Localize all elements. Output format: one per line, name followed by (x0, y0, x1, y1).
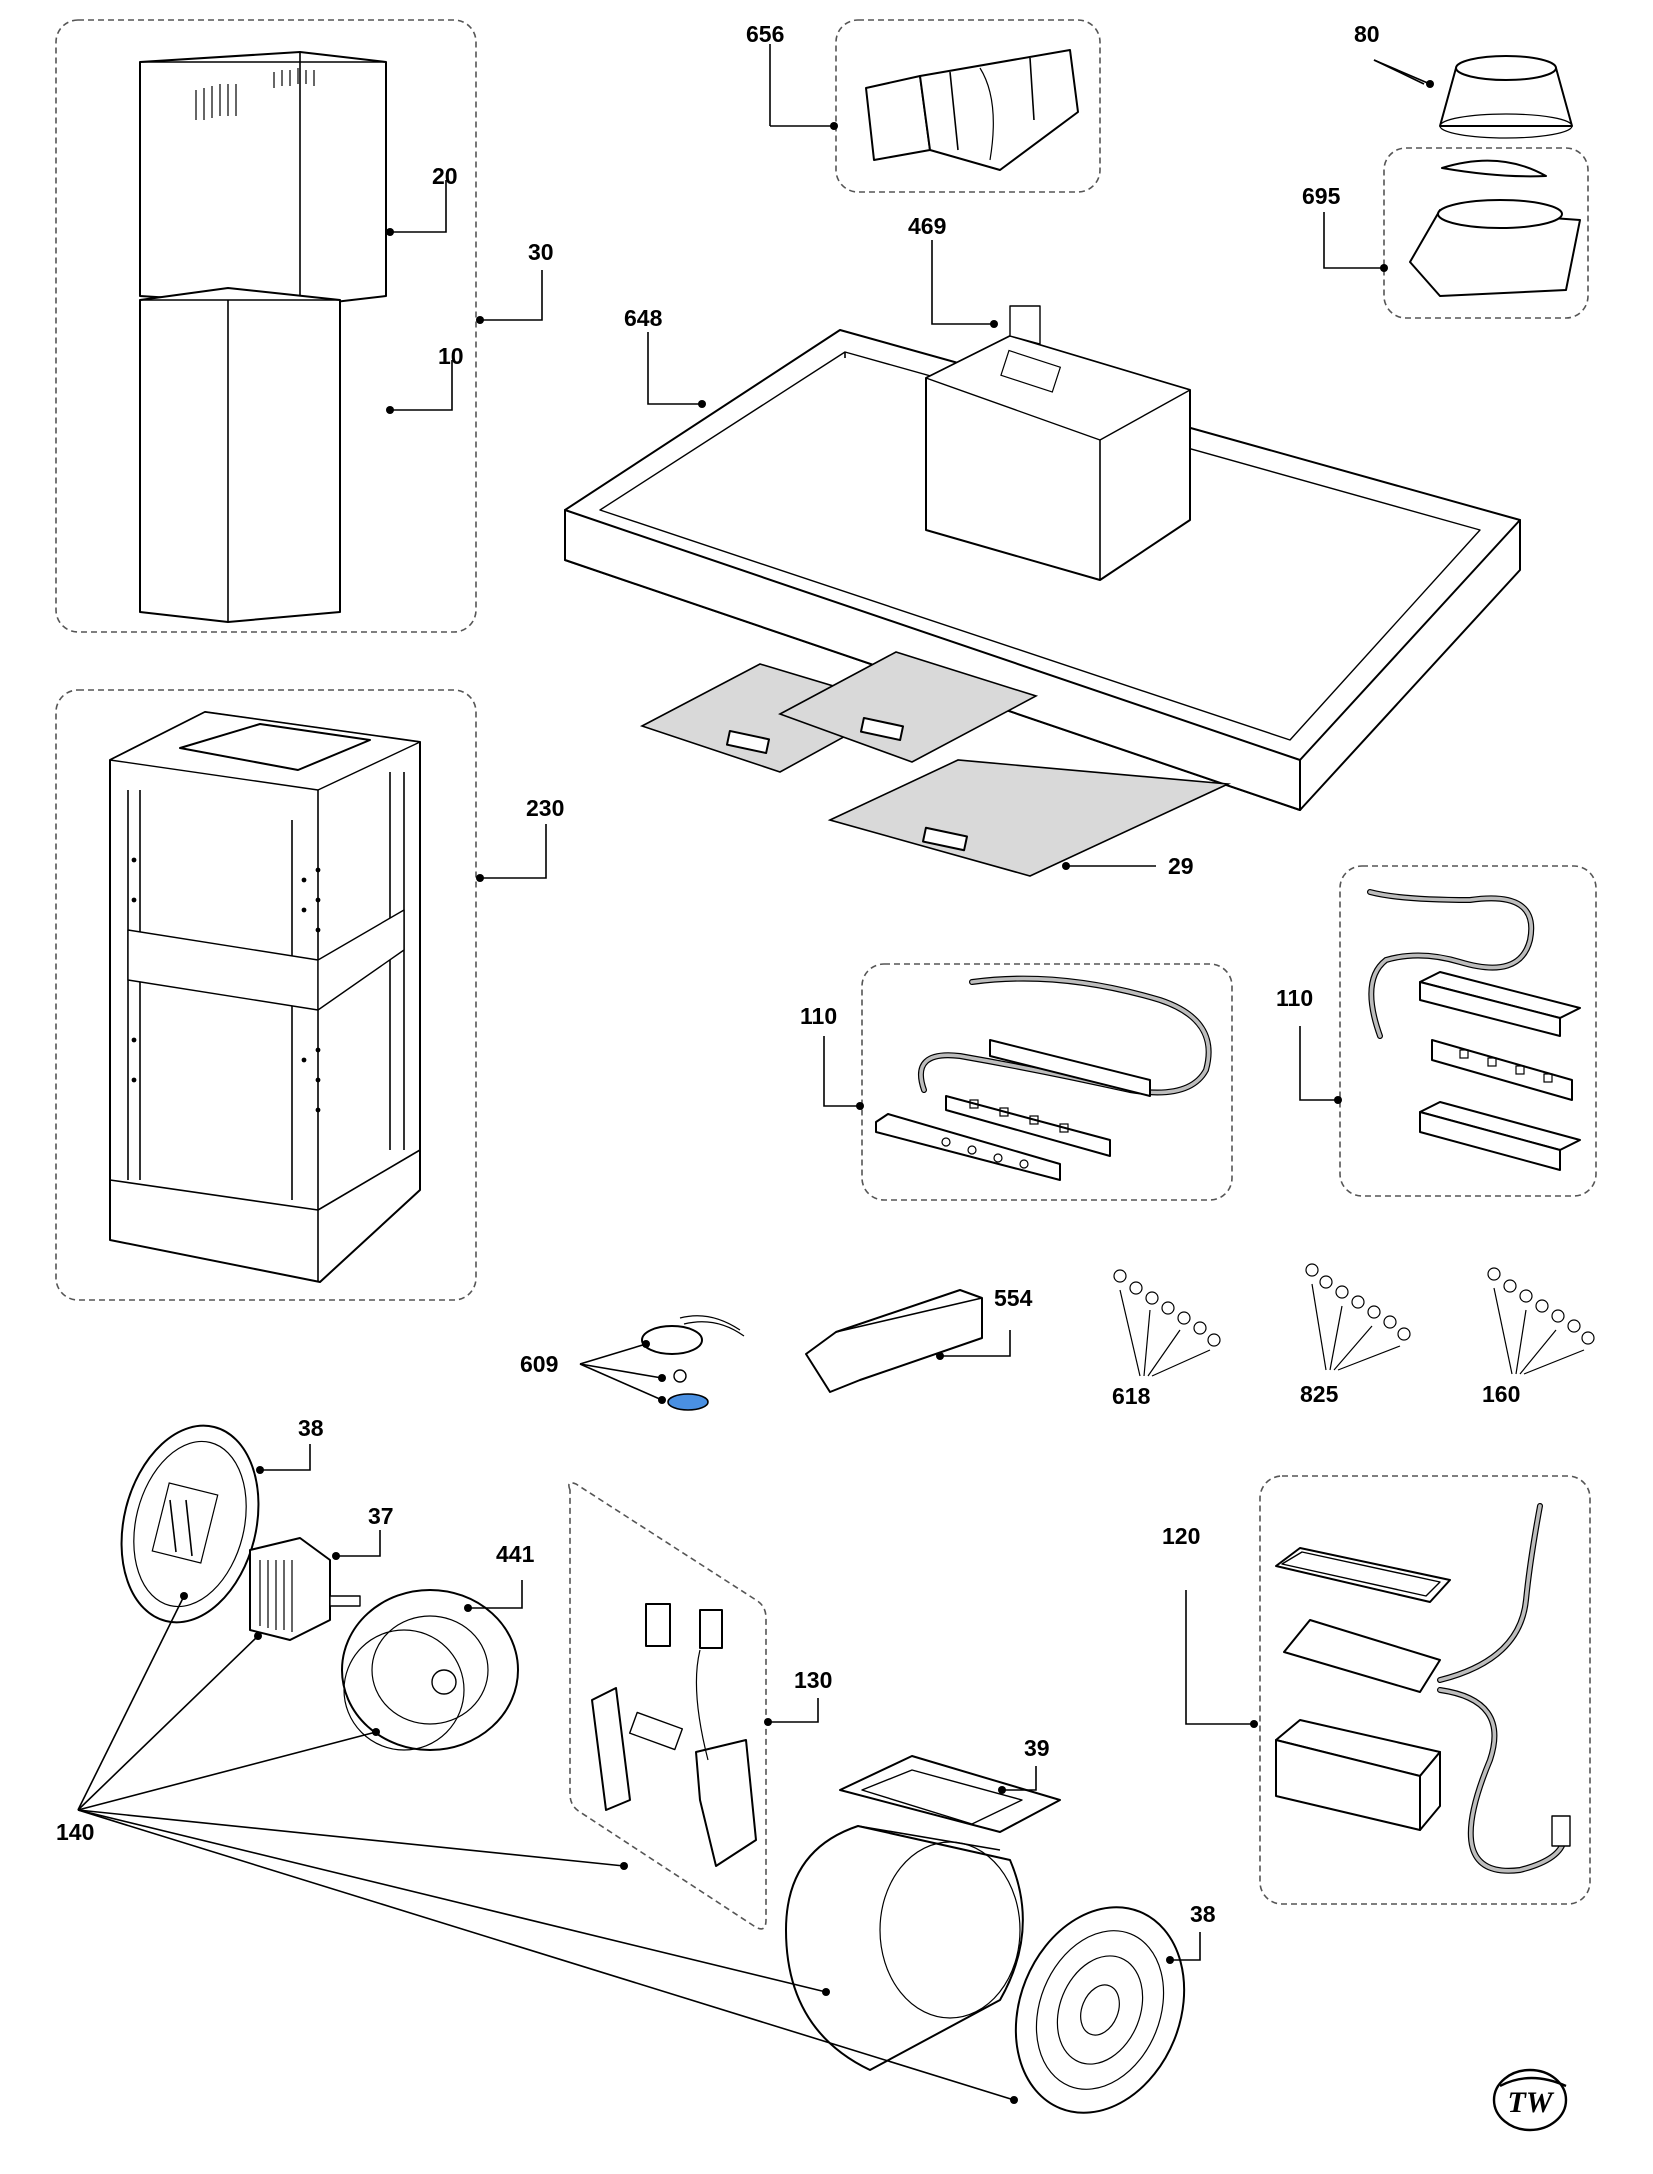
label-part-37: 37 (368, 1503, 394, 1529)
label-part-825: 825 (1300, 1381, 1339, 1407)
hood-body-part-648 (564, 329, 1521, 811)
label-part-230: 230 (526, 795, 564, 821)
label-part-140: 140 (56, 1819, 94, 1845)
label-part-656: 656 (746, 21, 784, 47)
knob-set-part-825 (1305, 1263, 1411, 1371)
scroll-housing-part-39 (785, 1755, 1061, 2071)
reducer-ring-part-80 (1439, 55, 1573, 139)
inlet-plate-part-38-right (1014, 1906, 1186, 2114)
adapter-656-group-box (835, 19, 1101, 193)
control-110b-group-box (1339, 865, 1597, 1197)
adapter-695-group-box (1383, 147, 1589, 319)
label-part-130: 130 (794, 1667, 832, 1693)
label-part-648: 648 (624, 305, 663, 331)
brand-logo: TW (1492, 2068, 1568, 2132)
knob-set-part-618 (1113, 1269, 1221, 1377)
transformer-part-554 (805, 1289, 983, 1393)
label-part-39: 39 (1024, 1735, 1050, 1761)
control-board-part-110-right (1367, 889, 1581, 1171)
label-part-120: 120 (1162, 1523, 1200, 1549)
label-part-80: 80 (1354, 21, 1380, 47)
label-part-20: 20 (432, 163, 458, 189)
control-110a-group-box (861, 963, 1233, 1201)
lower-chimney-part-10 (139, 287, 341, 623)
label-part-110-right: 110 (1276, 985, 1313, 1011)
blower-wheel-part-441 (341, 1589, 519, 1751)
label-part-30: 30 (528, 239, 554, 265)
label-part-29: 29 (1168, 853, 1194, 879)
grease-filters-part-29 (639, 651, 1232, 877)
light-assembly-part-609 (641, 1315, 745, 1411)
label-part-10: 10 (438, 343, 464, 369)
brand-logo-text: TW (1508, 2086, 1555, 2119)
upper-chimney-part-20 (139, 51, 387, 307)
motor-part-37 (249, 1537, 361, 1641)
knob-set-part-160 (1487, 1267, 1595, 1375)
label-part-38-left: 38 (298, 1415, 324, 1441)
duct-adapter-part-656 (865, 49, 1079, 171)
electronics-120-group-box (1259, 1475, 1591, 1905)
motor-housing-part-469 (925, 305, 1191, 581)
control-board-part-110-left (875, 975, 1212, 1181)
label-part-110-left: 110 (800, 1003, 837, 1029)
label-part-38-right: 38 (1190, 1901, 1216, 1927)
power-board-part-120 (1275, 1503, 1571, 1874)
capacitor-bracket-part-130 (591, 1603, 757, 1867)
label-part-160: 160 (1482, 1381, 1520, 1407)
label-part-695: 695 (1302, 183, 1341, 209)
leader-lines (77, 44, 1434, 2104)
chimney-group-box (55, 19, 477, 633)
label-part-554: 554 (994, 1285, 1033, 1311)
support-frame-part-230 (109, 711, 421, 1283)
label-part-441: 441 (496, 1541, 535, 1567)
damper-adapter-part-695 (1409, 159, 1581, 297)
label-part-609: 609 (520, 1351, 558, 1377)
inlet-plate-part-38-left (120, 1424, 260, 1624)
motor-bracket-130-group-box (568, 1482, 767, 1930)
label-part-469: 469 (908, 213, 946, 239)
frame-group-box (55, 689, 477, 1301)
label-part-618: 618 (1112, 1383, 1151, 1409)
